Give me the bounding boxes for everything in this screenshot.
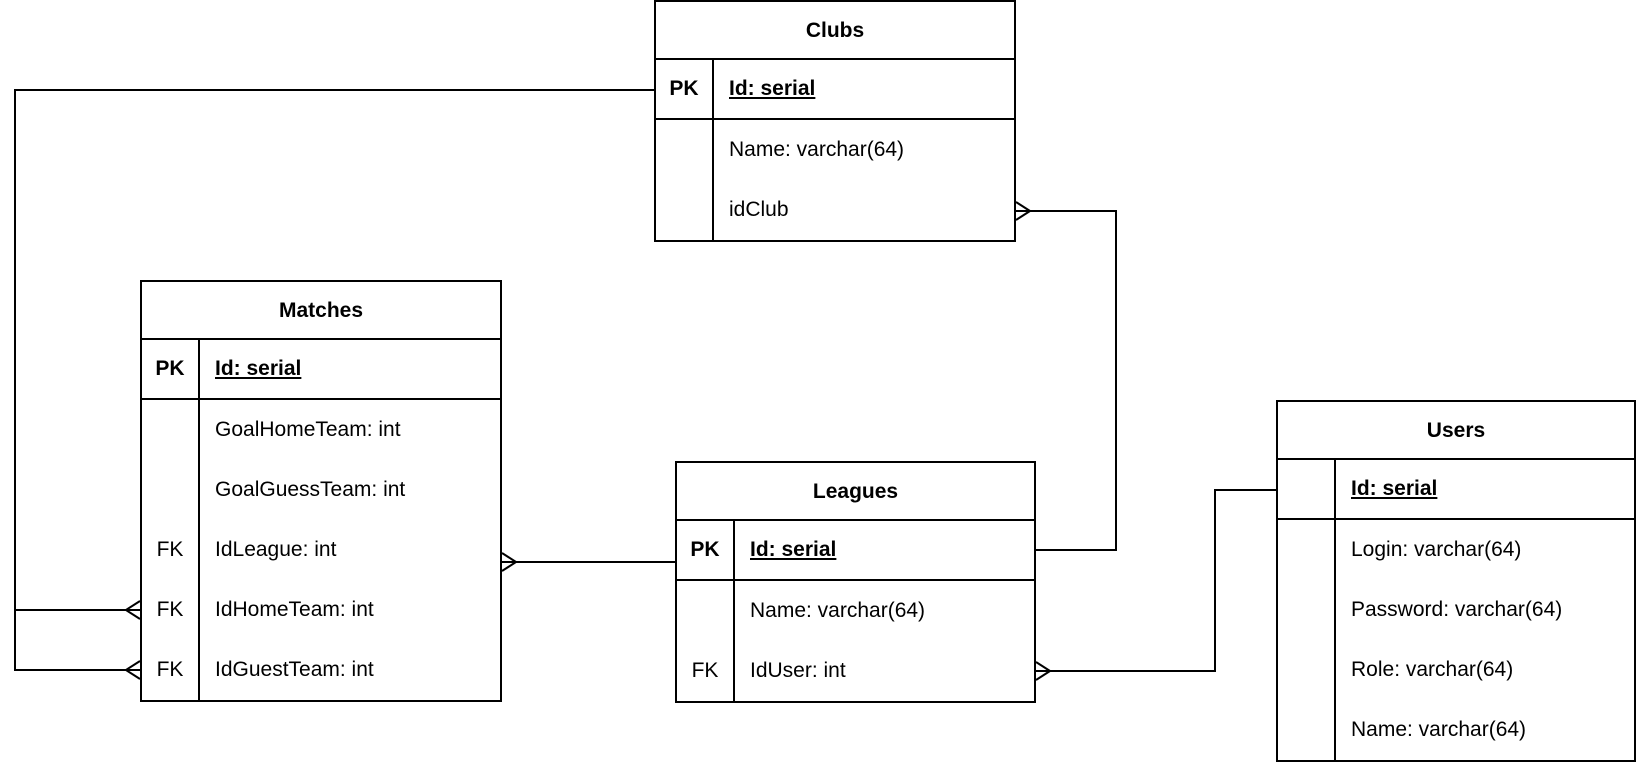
- field-label: Id: serial: [750, 538, 837, 561]
- primary-key-row: PK Id: serial: [656, 60, 1014, 120]
- field-label: Name: varchar(64): [729, 138, 905, 161]
- primary-key-row: PK Id: serial: [677, 521, 1034, 581]
- crowfoot-matches-guest: [125, 660, 141, 680]
- key-marker: [1278, 580, 1336, 640]
- relation-leagues-clubs: [1016, 210, 1117, 551]
- key-marker: FK: [142, 640, 200, 700]
- field-label: GoalGuessTeam: int: [215, 478, 406, 501]
- field-label: idClub: [729, 198, 789, 221]
- field-label: Password: varchar(64): [1351, 598, 1563, 621]
- field-row: GoalHomeTeam: int: [142, 400, 500, 460]
- key-marker: [142, 400, 200, 460]
- crowfoot-clubs-idclub: [1015, 201, 1031, 221]
- field-label: Name: varchar(64): [750, 599, 926, 622]
- field-row: idClub: [656, 180, 1014, 240]
- key-marker: FK: [142, 580, 200, 640]
- field-label: Role: varchar(64): [1351, 658, 1514, 681]
- entity-users[interactable]: Users Id: serial Login: varchar(64) Pass…: [1276, 400, 1636, 762]
- field-row: FK IdUser: int: [677, 641, 1034, 701]
- key-marker: PK: [677, 521, 735, 579]
- relation-clubs-matches-guest: [14, 610, 140, 671]
- key-marker: [656, 180, 714, 240]
- key-marker: [1278, 700, 1336, 760]
- key-marker: [1278, 520, 1336, 580]
- entity-clubs[interactable]: Clubs PK Id: serial Name: varchar(64) id…: [654, 0, 1016, 242]
- field-label: IdLeague: int: [215, 538, 337, 561]
- field-label: IdGuestTeam: int: [215, 658, 374, 681]
- key-marker: PK: [656, 60, 714, 118]
- key-marker: FK: [142, 520, 200, 580]
- field-row: Login: varchar(64): [1278, 520, 1634, 580]
- key-marker: [656, 120, 714, 180]
- crowfoot-matches-home: [125, 600, 141, 620]
- key-marker: [1278, 640, 1336, 700]
- entity-matches[interactable]: Matches PK Id: serial GoalHomeTeam: int …: [140, 280, 502, 702]
- field-label: IdUser: int: [750, 659, 846, 682]
- field-label: Name: varchar(64): [1351, 718, 1527, 741]
- field-row: FK IdHomeTeam: int: [142, 580, 500, 640]
- crowfoot-leagues-iduser: [1035, 661, 1051, 681]
- field-label: Login: varchar(64): [1351, 538, 1522, 561]
- field-row: Password: varchar(64): [1278, 580, 1634, 640]
- entity-leagues[interactable]: Leagues PK Id: serial Name: varchar(64) …: [675, 461, 1036, 703]
- relation-clubs-matches-home: [14, 89, 654, 611]
- primary-key-row: Id: serial: [1278, 460, 1634, 520]
- key-marker: [1278, 460, 1336, 518]
- primary-key-row: PK Id: serial: [142, 340, 500, 400]
- field-row: Name: varchar(64): [656, 120, 1014, 180]
- field-row: Name: varchar(64): [677, 581, 1034, 641]
- field-row: FK IdGuestTeam: int: [142, 640, 500, 700]
- key-marker: FK: [677, 641, 735, 701]
- field-row: FK IdLeague: int: [142, 520, 500, 580]
- entity-title: Matches: [142, 282, 500, 340]
- field-row: Role: varchar(64): [1278, 640, 1634, 700]
- key-marker: [677, 581, 735, 641]
- entity-title: Leagues: [677, 463, 1034, 521]
- crowfoot-matches-idleague: [501, 552, 517, 572]
- relation-users-leagues: [1036, 489, 1276, 672]
- key-marker: [142, 460, 200, 520]
- field-label: Id: serial: [729, 77, 816, 100]
- field-label: Id: serial: [1351, 477, 1438, 500]
- key-marker: PK: [142, 340, 200, 398]
- field-label: GoalHomeTeam: int: [215, 418, 401, 441]
- field-row: GoalGuessTeam: int: [142, 460, 500, 520]
- entity-title: Clubs: [656, 2, 1014, 60]
- field-label: Id: serial: [215, 357, 302, 380]
- field-row: Name: varchar(64): [1278, 700, 1634, 760]
- entity-title: Users: [1278, 402, 1634, 460]
- field-label: IdHomeTeam: int: [215, 598, 374, 621]
